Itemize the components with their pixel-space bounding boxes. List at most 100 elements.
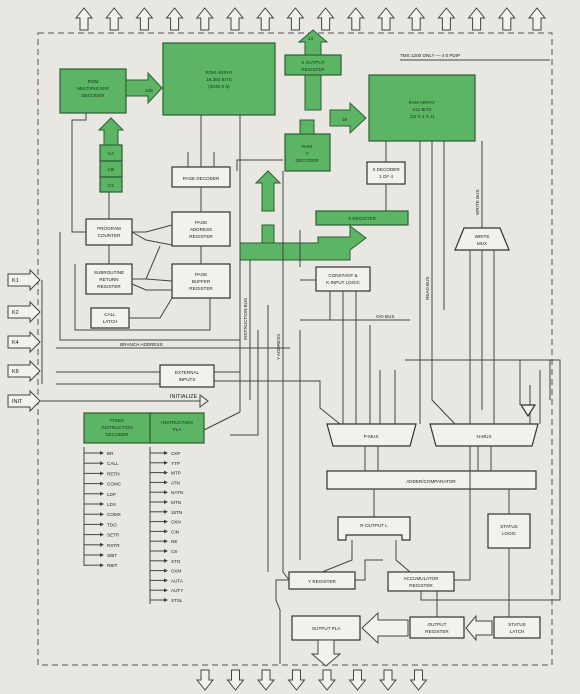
input-pin-arrow xyxy=(7,359,41,383)
fixed-output-arrowhead xyxy=(100,451,104,455)
svg-text:DECODER: DECODER xyxy=(82,93,106,98)
svg-text:RETURN: RETURN xyxy=(99,277,118,282)
svg-text:ROM ARRAY: ROM ARRAY xyxy=(205,70,232,75)
instruction-bus-label: INSTRUCTION BUS xyxy=(243,298,248,340)
write-bus-label: WRITE BUS xyxy=(475,189,480,215)
output-register: OUTPUT REGISTER xyxy=(409,616,465,639)
page-decoder: PAGE DECODER xyxy=(171,166,231,188)
x-out-bus-width: 13 xyxy=(308,36,314,41)
top-output-pin-arrow xyxy=(467,7,486,31)
pla-output-label: CKP xyxy=(171,451,180,456)
svg-text:SUBROUTINE: SUBROUTINE xyxy=(94,270,124,275)
top-output-pin-arrow xyxy=(376,7,396,31)
svg-text:ADDRESS: ADDRESS xyxy=(190,227,212,232)
fixed-output-label: BR xyxy=(107,451,114,456)
svg-text:PROGRAM: PROGRAM xyxy=(97,226,121,231)
svg-text:CALL: CALL xyxy=(104,312,116,317)
svg-text:PAGE DECODER: PAGE DECODER xyxy=(183,176,220,181)
input-pin-label: K4 xyxy=(12,340,19,346)
accumulator-register: ACCUMULATOR REGISTER xyxy=(387,571,455,592)
y-address-label: Y ADDRESS xyxy=(276,334,281,360)
output-register-to-pla-arrow xyxy=(361,611,409,645)
pla-output-label: MTN xyxy=(171,500,181,505)
fixed-output-arrowhead xyxy=(100,563,104,568)
fixed-output-arrowhead xyxy=(100,522,104,527)
instruction-pla: INSTRUCTION PLA xyxy=(149,412,205,444)
write-mux: WRITE MUX xyxy=(454,227,510,251)
x-output-register: X OUTPUT REGISTER xyxy=(284,54,342,76)
wiring xyxy=(40,113,561,664)
x-register: X REGISTER xyxy=(315,210,409,226)
top-output-pin-arrow xyxy=(105,7,124,31)
p-mux: P-MUX xyxy=(326,423,417,447)
pla-output-arrowhead xyxy=(164,598,168,602)
svg-text:BUFFER: BUFFER xyxy=(192,279,211,284)
svg-text:LATCH: LATCH xyxy=(103,319,118,324)
branch-address-label: BRANCH ADDRESS xyxy=(120,342,163,347)
fixed-output-label: COMC xyxy=(107,482,122,487)
svg-text:RAM ARRAY: RAM ARRAY xyxy=(409,100,436,105)
svg-text:(2048 X 8): (2048 X 8) xyxy=(208,84,230,89)
svg-text:R-OUTPUT L: R-OUTPUT L xyxy=(360,523,388,528)
pla-output-arrowhead xyxy=(164,529,168,534)
pla-output-label: NE xyxy=(171,539,177,544)
fixed-output-arrowhead xyxy=(100,502,104,506)
ram-decoder-to-array-arrow xyxy=(329,101,367,135)
fixed-instruction-outputs: BRCALLRETNCOMCLDPLDXCOMXTDOSETRRSTRSBITR… xyxy=(84,451,122,568)
read-bus-label: READ BUS xyxy=(425,277,430,301)
fixed-output-arrowhead xyxy=(100,542,104,547)
input-pin-label: K1 xyxy=(12,278,19,284)
svg-text:CB: CB xyxy=(108,167,114,172)
pla-output-arrowhead xyxy=(164,549,168,553)
svg-text:1 OF 4: 1 OF 4 xyxy=(379,174,393,179)
pla-output-arrowhead xyxy=(164,490,168,495)
pla-output-label: 15TN xyxy=(171,510,182,515)
pla-output-arrowhead xyxy=(164,480,168,485)
cki-bus-label: CKI BUS xyxy=(376,314,394,319)
top-output-pin-arrow xyxy=(497,7,516,31)
pla-output-arrowhead xyxy=(164,460,168,465)
bottom-output-pin-arrow xyxy=(317,669,337,691)
input-pin-arrow xyxy=(7,268,41,292)
initialize-label: INITIALIZE xyxy=(170,394,198,400)
svg-text:CS: CS xyxy=(108,183,114,188)
output-pla-down-arrow xyxy=(310,639,342,667)
bottom-output-pin-arrow xyxy=(287,669,306,691)
bottom-output-pins xyxy=(195,669,428,691)
svg-text:PAGE: PAGE xyxy=(195,220,207,225)
pla-output-arrowhead xyxy=(164,558,168,563)
pla-output-arrowhead xyxy=(164,578,168,583)
pla-output-arrowhead xyxy=(164,588,168,593)
svg-text:P-MUX: P-MUX xyxy=(364,434,379,439)
x-output-feed xyxy=(304,74,322,111)
svg-text:LOGIC: LOGIC xyxy=(502,531,517,536)
input-pin-label: INIT xyxy=(12,399,23,405)
fixed-output-label: SBIT xyxy=(107,553,117,558)
cb-register: CB xyxy=(99,160,123,178)
bottom-output-pin-arrow xyxy=(256,669,276,691)
svg-text:REGISTER: REGISTER xyxy=(97,284,121,289)
fixed-output-label: SETR xyxy=(107,533,120,538)
top-output-pins xyxy=(74,7,547,31)
svg-text:ROM: ROM xyxy=(88,79,99,84)
svg-text:INSTRUCTION: INSTRUCTION xyxy=(101,425,132,430)
svg-text:RAM: RAM xyxy=(302,144,312,149)
cs-register: CS xyxy=(99,176,123,193)
fixed-output-arrowhead xyxy=(100,471,104,476)
svg-text:REGISTER: REGISTER xyxy=(301,67,325,72)
svg-text:REGISTER: REGISTER xyxy=(189,286,213,291)
subroutine-return-register: SUBROUTINE RETURN REGISTER xyxy=(85,263,133,295)
svg-text:DECODER: DECODER xyxy=(106,432,130,437)
fixed-output-arrowhead xyxy=(100,512,104,517)
input-pin-arrow xyxy=(7,300,41,324)
input-pin-arrow xyxy=(7,389,41,413)
constant-input-logic: CONSTANT & K-INPUT LOGIC xyxy=(315,266,371,292)
svg-text:REGISTER: REGISTER xyxy=(409,583,433,588)
fixed-output-arrowhead xyxy=(100,532,104,537)
fixed-output-arrowhead xyxy=(100,491,104,496)
pla-output-arrowhead xyxy=(164,568,168,573)
svg-text:INPUTS: INPUTS xyxy=(179,377,196,382)
bottom-output-pin-arrow xyxy=(348,669,367,691)
x-register-up-arrow xyxy=(254,170,282,212)
